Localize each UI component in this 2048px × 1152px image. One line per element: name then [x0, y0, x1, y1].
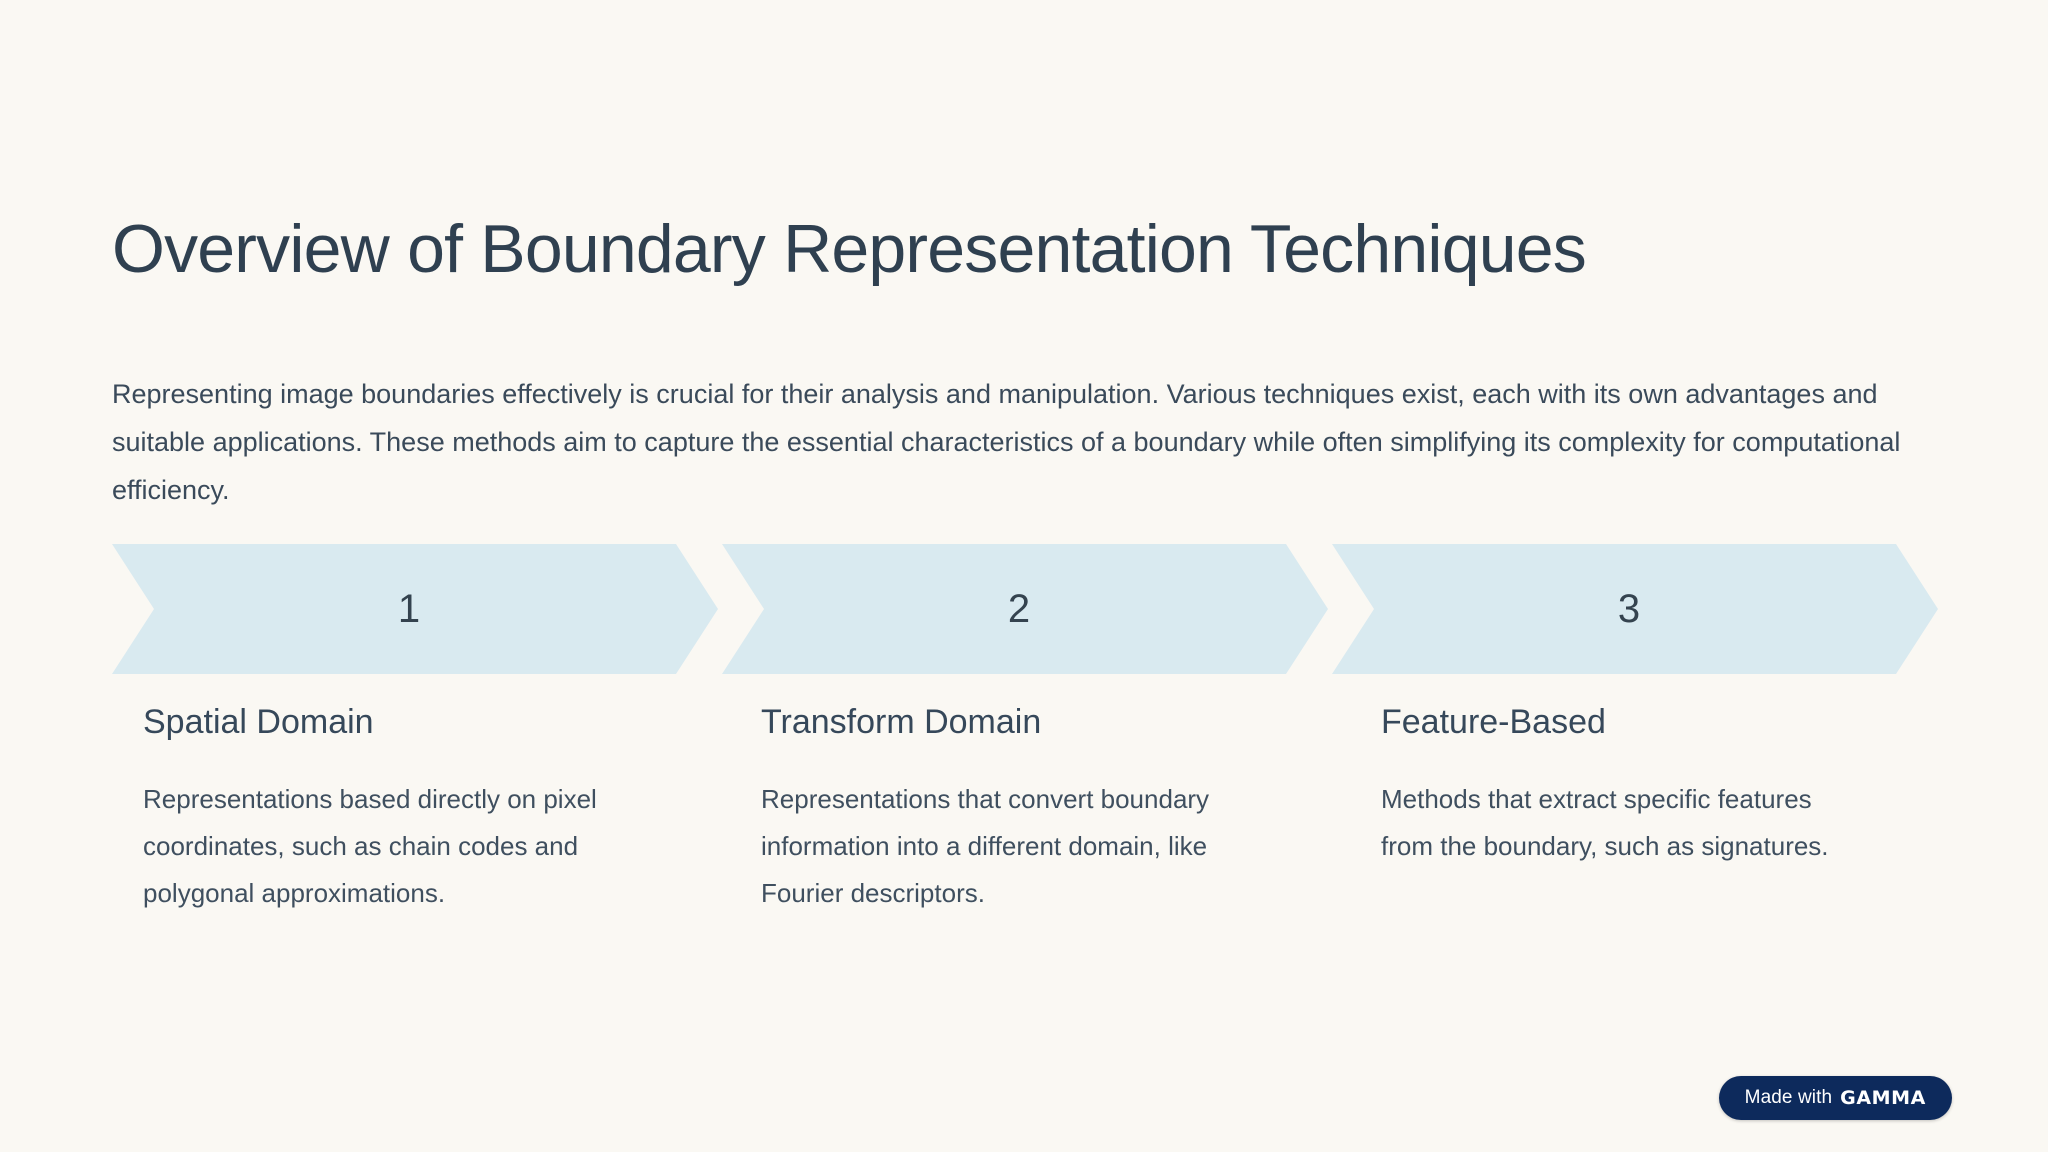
chevron-step-1-number: 1	[397, 587, 421, 631]
step-card-2-body: Representations that convert boundary in…	[761, 784, 1210, 908]
step-card-1-body: Representations based directly on pixel …	[143, 784, 597, 908]
step-card-3-body: Methods that extract specific features f…	[1381, 784, 1829, 861]
intro-paragraph: Representing image boundaries effectivel…	[112, 379, 1901, 505]
step-card-2: Transform Domain Representations that co…	[722, 700, 1332, 917]
chevron-step-3-number: 3	[1617, 587, 1641, 631]
made-with-label: Made with	[1744, 1087, 1833, 1108]
chevron-step-2-number: 2	[1007, 587, 1031, 631]
step-card-3-title: Feature-Based	[1381, 703, 1606, 741]
chevron-step-3[interactable]: 3	[1332, 544, 1938, 674]
step-card-1-title: Spatial Domain	[143, 703, 374, 741]
gamma-wordmark: GAMMA	[1840, 1087, 1926, 1109]
step-card-1: Spatial Domain Representations based dir…	[112, 700, 722, 917]
made-with-gamma-badge[interactable]: Made with GAMMA	[1718, 1076, 1952, 1120]
step-card-3: Feature-Based Methods that extract speci…	[1332, 700, 1942, 917]
chevron-step-2[interactable]: 2	[722, 544, 1328, 674]
step-description-row: Spatial Domain Representations based dir…	[112, 700, 1942, 917]
chevron-step-1[interactable]: 1	[112, 544, 718, 674]
step-card-2-title: Transform Domain	[761, 703, 1042, 741]
page-title: Overview of Boundary Representation Tech…	[112, 211, 1587, 287]
chevron-step-row: 1 2 3	[112, 544, 1938, 674]
